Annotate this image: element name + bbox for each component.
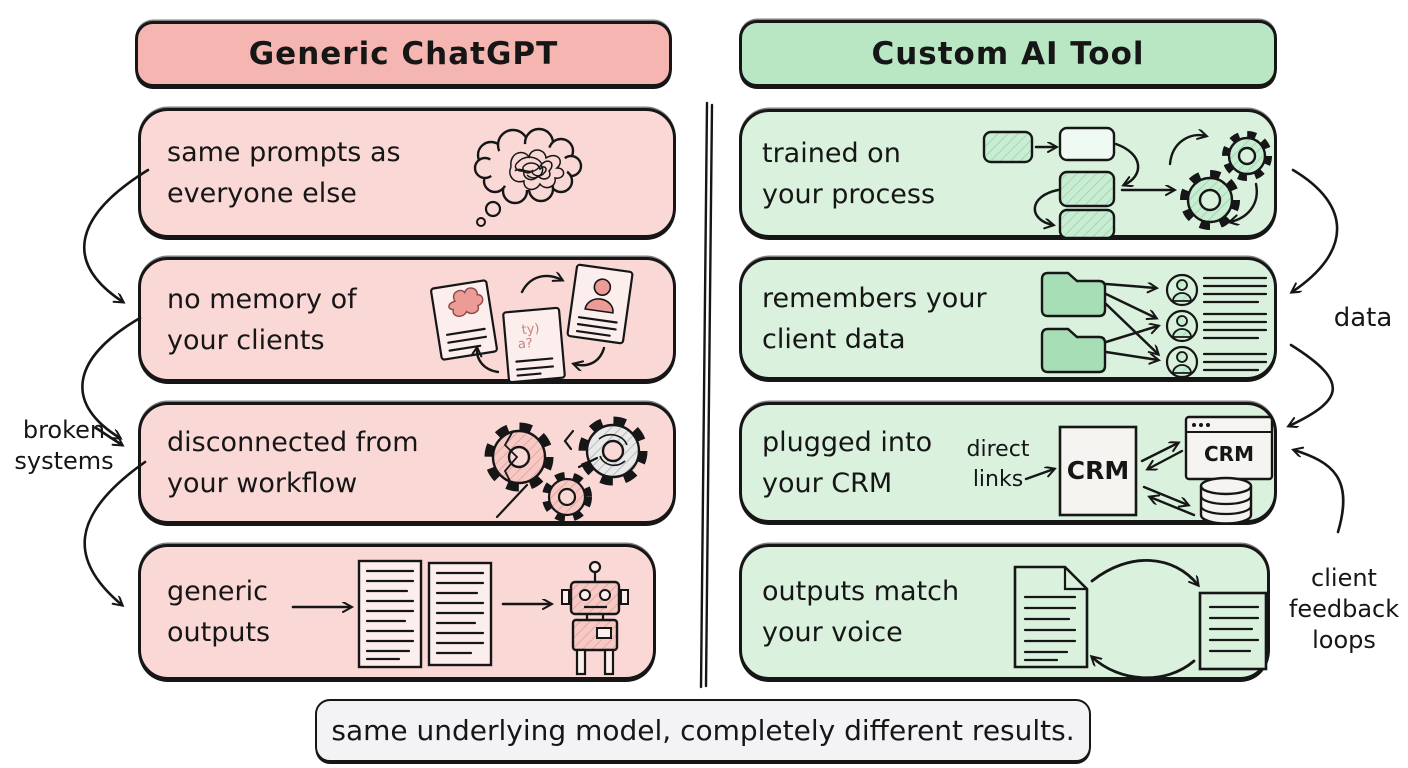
right-box-3-text: plugged into your CRM [762,426,933,499]
broken-systems-label: broken systems [14,416,114,475]
left-header-label: Generic ChatGPT [248,36,559,72]
tangled-thought-cloud-icon [473,127,583,227]
folder-icon [1040,271,1107,318]
robot-icon [561,560,629,676]
crm-window-label: CRM [1204,442,1254,466]
left-box-3-text: disconnected from your workflow [167,427,419,499]
left-box-4-text: generic outputs [167,576,271,648]
left-chain-arrows [81,168,150,605]
svg-text:ty): ty) [521,321,540,338]
footer-summary: same underlying model, completely differ… [315,699,1091,762]
svg-text:a?: a? [517,336,533,352]
footer-text: same underlying model, completely differ… [331,714,1075,747]
right-box-2-text: remembers your client data [762,282,987,355]
right-box-remembers: remembers your client data [739,257,1277,380]
left-box-1-text: same prompts as everyone else [167,137,401,209]
client-feedback-loops-label: client feedback loops [1288,564,1400,654]
documents-feedback-loop-icon [1013,559,1268,680]
direct-links-annotation: direct links [966,437,1030,492]
column-divider [699,101,714,689]
right-box-1-text: trained on your process [762,137,936,210]
left-column-header: Generic ChatGPT [135,21,672,87]
client-avatar-icon [1165,273,1199,379]
database-icon [1199,476,1253,525]
left-box-2-text: no memory of your clients [167,283,357,356]
crm-document [1058,425,1138,517]
broken-gears-icon [484,416,648,522]
process-flowchart-gears-icon [982,126,1272,240]
right-box-crm: plugged into your CRM direct links CRM [739,402,1277,525]
right-box-4-text: outputs match your voice [762,576,960,648]
right-side-arrows [1289,168,1345,534]
left-box-disconnected: disconnected from your workflow [138,402,676,524]
documents-to-robot-icon [291,559,629,676]
right-header-label: Custom AI Tool [871,35,1145,72]
left-box-no-memory: no memory of your clients ty) a? [138,257,676,384]
crm-document-label: CRM [1067,456,1129,485]
crm-integration-icon: CRM CRM [1024,415,1274,525]
left-box-generic-outputs: generic outputs [138,544,656,680]
right-box-outputs-voice: outputs match your voice [739,544,1270,680]
crm-window-icon: CRM [1184,415,1274,481]
right-column-header: Custom AI Tool [739,20,1277,87]
client-documents-cycle-icon: ty) a? [430,263,634,384]
right-box-trained: trained on your process [739,109,1277,240]
left-box-same-prompts: same prompts as everyone else [138,108,676,238]
folder-icon [1040,327,1107,374]
data-label: data [1333,303,1393,333]
folders-to-client-profiles-icon [1040,271,1268,379]
